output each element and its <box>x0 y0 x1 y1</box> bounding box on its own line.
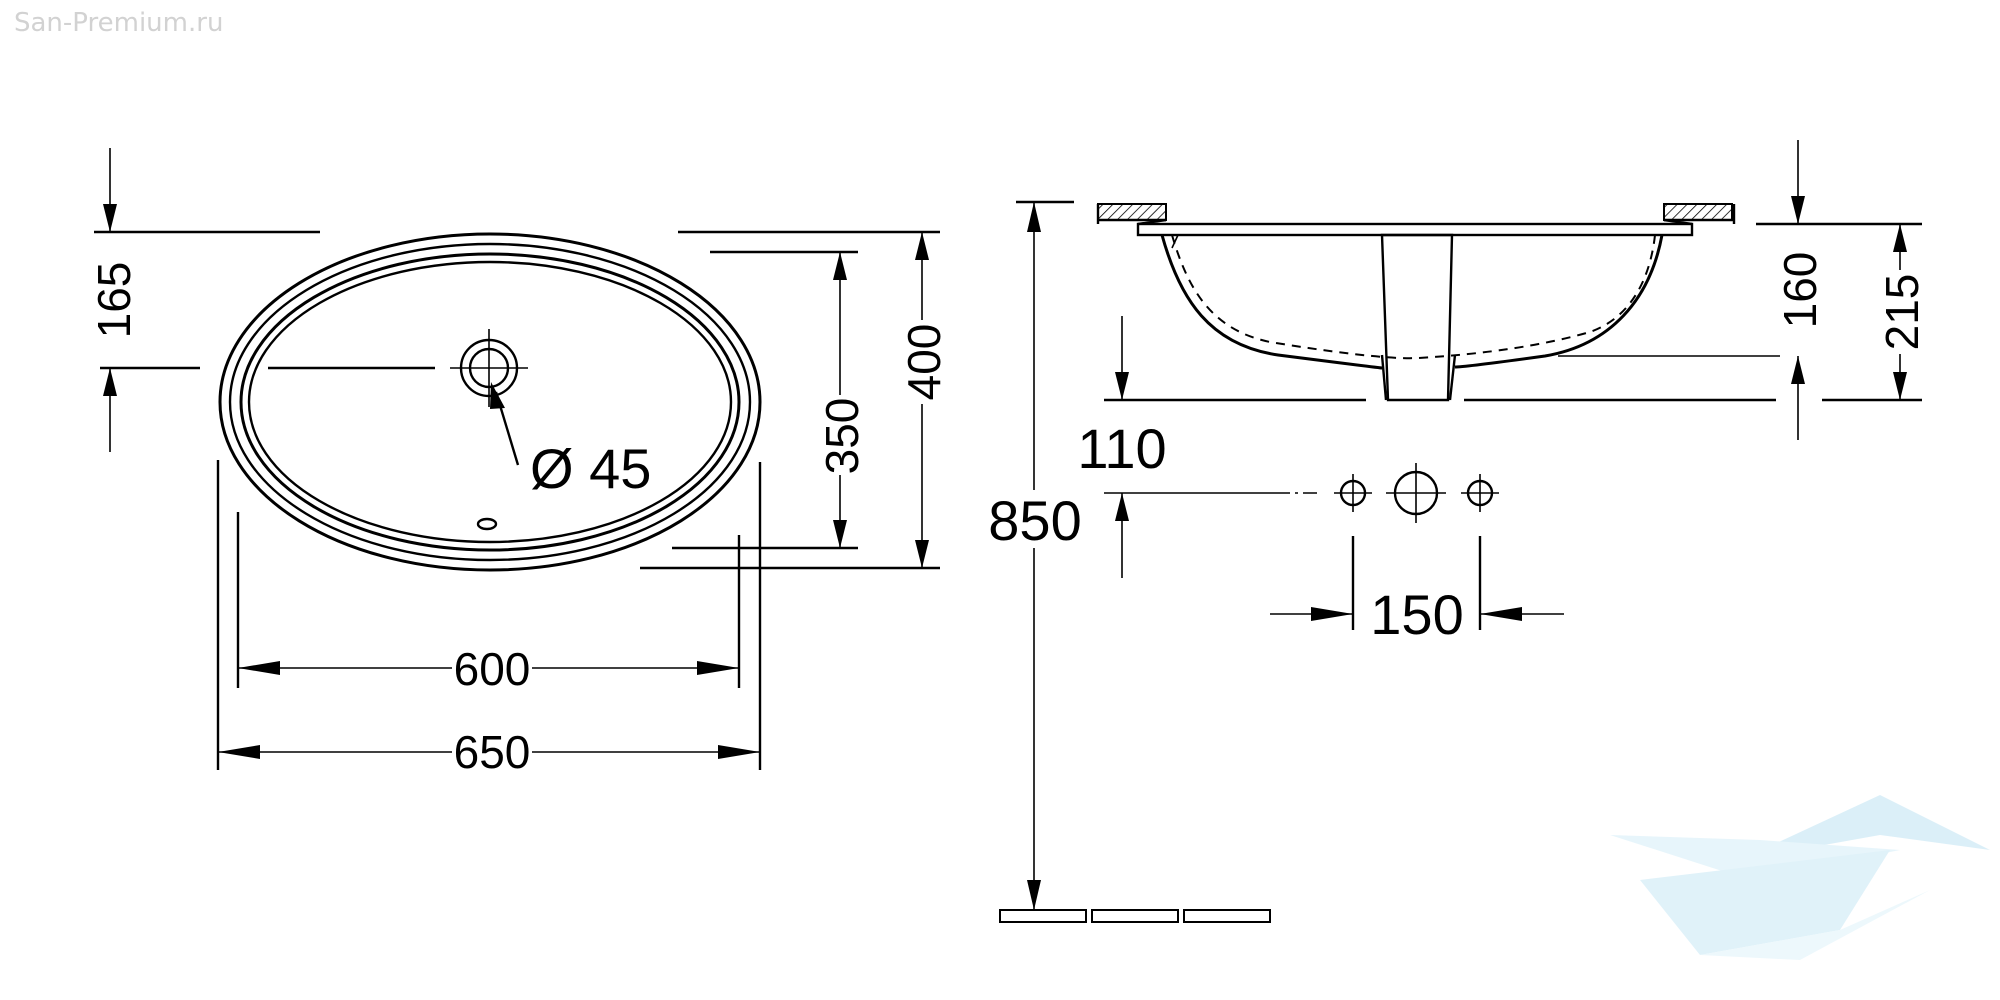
basin-bowl-edge <box>239 252 741 552</box>
dim-110-arrow-top <box>1115 372 1129 400</box>
floor-tile-3 <box>1183 909 1271 923</box>
dim-600-label: 600 <box>454 643 531 695</box>
countertop-right-hatch <box>1663 203 1733 221</box>
overflow-hole <box>476 517 498 531</box>
basin-rim-inner-edge <box>228 242 752 562</box>
dim-160-label: 160 <box>1774 252 1826 329</box>
side-basin-rim <box>1136 222 1694 237</box>
dim-350-arrow-top <box>833 252 847 280</box>
basin-outer-rim <box>218 232 762 572</box>
dim-400-arrow-bottom <box>915 540 929 568</box>
dim-215-arrow-top <box>1893 224 1907 252</box>
dim-150-arrow-left <box>1311 607 1353 621</box>
dim-400-arrow-top <box>915 232 929 260</box>
drain-leader-arrow <box>490 382 505 409</box>
bowl-outer-right <box>1454 234 1664 369</box>
dim-165-label: 165 <box>88 262 140 339</box>
dim-350-arrow-bottom <box>833 520 847 548</box>
floor-tile-2 <box>1091 909 1179 923</box>
bowl-inner-dashed <box>1171 234 1656 360</box>
dim-150-arrow-right <box>1480 607 1522 621</box>
dim-215-label: 215 <box>1876 274 1928 351</box>
site-watermark: San-Premium.ru <box>14 8 224 38</box>
basin-bowl-inner-edge <box>247 260 733 544</box>
dim-850-label: 850 <box>988 489 1081 552</box>
dim-215-arrow-bottom <box>1893 372 1907 400</box>
floor-tile-1 <box>999 909 1087 923</box>
dim-400-label: 400 <box>898 324 950 401</box>
side-view: 850 110 150 <box>985 140 1928 923</box>
dim-110-label: 110 <box>1077 417 1166 480</box>
dim-165-arrow-bottom <box>103 368 117 396</box>
dim-650-arrow-left <box>218 745 260 759</box>
tap-hole <box>450 329 528 407</box>
drain-tailpiece <box>1380 233 1454 402</box>
dim-110-arrow-bottom <box>1115 493 1129 521</box>
side-tap-holes <box>1276 463 1499 523</box>
bowl-outer-left <box>1160 234 1383 370</box>
dim-350-label: 350 <box>816 398 868 475</box>
dim-160-arrow-top <box>1791 196 1805 224</box>
dim-600-arrow-right <box>697 661 739 675</box>
dim-600-arrow-left <box>238 661 280 675</box>
dim-850-arrow-top <box>1027 202 1041 232</box>
brand-logo-watermark <box>1610 795 1990 960</box>
dim-850-arrow-bottom <box>1027 880 1041 910</box>
top-view: Ø 45 165 350 400 600 <box>88 148 950 778</box>
dim-150-label: 150 <box>1370 583 1463 646</box>
countertop-left-hatch <box>1097 203 1167 221</box>
drain-diameter-label: Ø 45 <box>530 437 651 500</box>
dim-165-arrow-top <box>103 204 117 232</box>
dim-650-label: 650 <box>454 726 531 778</box>
dim-160-arrow-bottom <box>1791 356 1805 384</box>
dim-650-arrow-right <box>718 745 760 759</box>
